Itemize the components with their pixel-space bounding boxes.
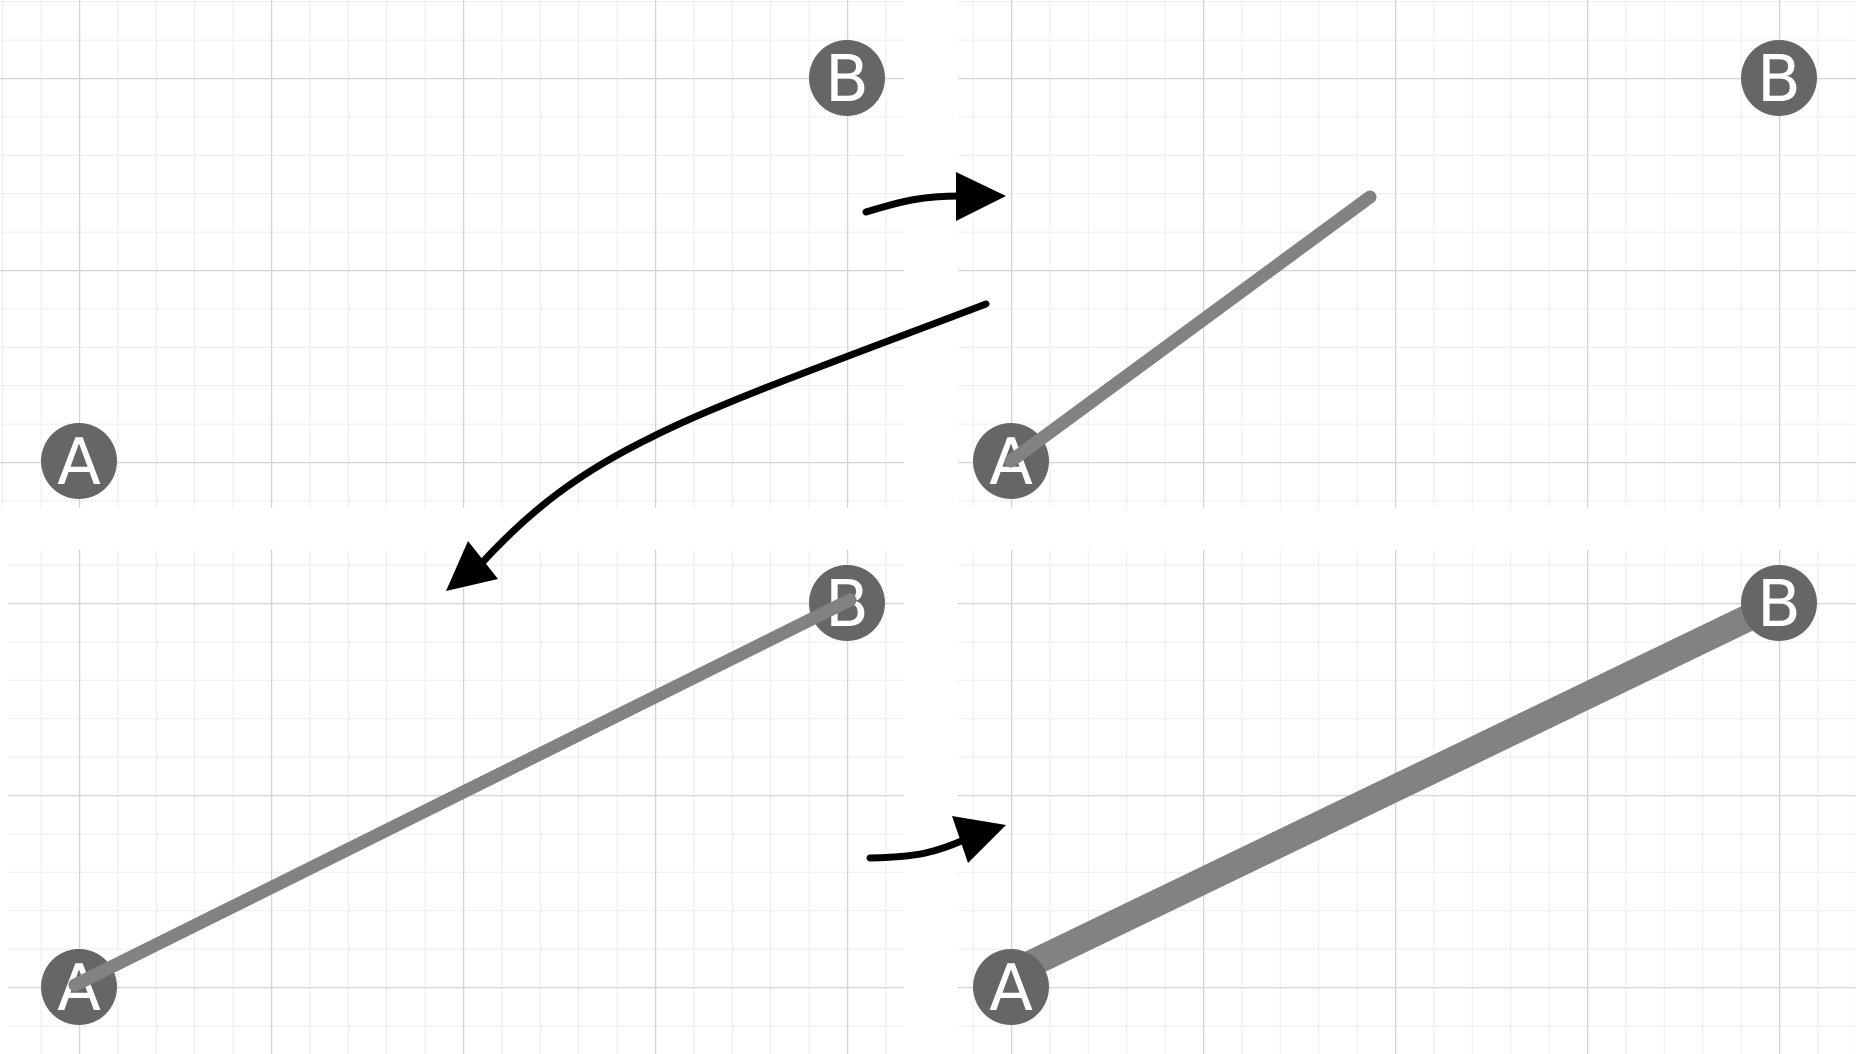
- thick-stroke-line: [1008, 590, 1785, 985]
- arrow-head-icon: [952, 816, 1006, 863]
- node-b-circle: [1741, 565, 1817, 641]
- thin-stroke-line: [68, 593, 857, 992]
- panel-3: A B: [8, 550, 904, 1054]
- panel-4: A B: [958, 550, 1856, 1054]
- partial-stroke-line: [1004, 190, 1377, 468]
- arrow-shaft: [862, 192, 964, 216]
- node-a: A: [41, 423, 117, 500]
- panel-2-grid-major: [958, 0, 1856, 508]
- node-b-circle: [1741, 40, 1817, 116]
- arrow-shaft: [866, 836, 968, 862]
- arrow-panel3-to-panel4: [866, 816, 1006, 863]
- node-b: B: [809, 40, 885, 117]
- arrow-panel2-to-panel3: [446, 300, 990, 591]
- node-b-label: B: [1757, 43, 1801, 117]
- node-b-label: B: [1757, 568, 1801, 642]
- node-a-label: A: [57, 426, 101, 500]
- panel-1-grid-major: [0, 0, 904, 508]
- node-b-circle: [809, 40, 885, 116]
- arrow-head-icon: [956, 172, 1006, 221]
- node-a-label: A: [989, 952, 1033, 1026]
- arrow-panel1-to-panel2: [862, 172, 1006, 221]
- panel-1: A B: [0, 0, 904, 508]
- node-b-label: B: [825, 43, 869, 117]
- panel-2: A B: [958, 0, 1856, 508]
- arrow-shaft: [476, 300, 990, 569]
- node-a-circle: [973, 949, 1049, 1025]
- node-a-circle: [41, 423, 117, 499]
- arrow-head-icon: [446, 541, 498, 591]
